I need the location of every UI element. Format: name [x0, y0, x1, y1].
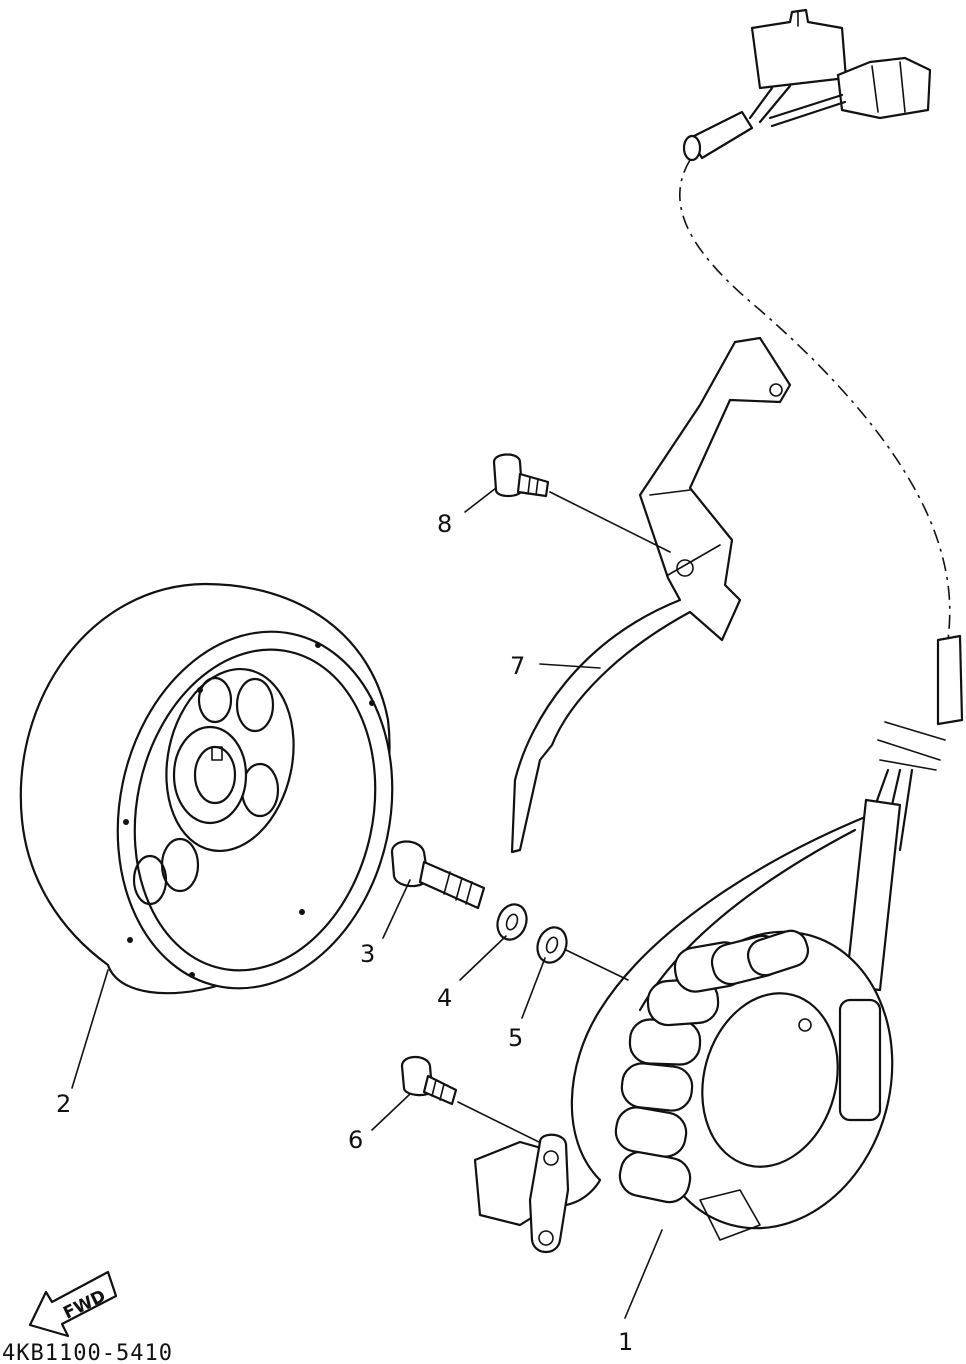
leader-6-to-pickup: [457, 1101, 546, 1146]
screw-6: [400, 1055, 458, 1106]
callout-labels: 1 2 3 4 5 6 7 8: [56, 510, 633, 1356]
callout-3: 3: [360, 940, 375, 968]
rotor-flywheel: [19, 582, 394, 995]
callout-8: 8: [437, 510, 452, 538]
callout-5: 5: [508, 1024, 523, 1052]
wire-harness-connectors: [682, 8, 932, 162]
forward-direction-arrow: FWD: [28, 1270, 118, 1338]
stator-assembly: [570, 798, 902, 1241]
leader-8-to-plate: [549, 491, 671, 553]
drawing-code: 4KB1100-5410: [2, 1341, 173, 1364]
callout-2: 2: [56, 1090, 71, 1118]
callout-1: 1: [618, 1328, 633, 1356]
screw-8: [492, 453, 550, 498]
pickup-coil: [473, 1133, 602, 1254]
washer-5: [536, 926, 568, 964]
callout-4: 4: [437, 984, 452, 1012]
callout-6: 6: [348, 1126, 363, 1154]
callout-7: 7: [510, 652, 525, 680]
leader-5-to-stator: [565, 949, 629, 981]
bolt-3: [390, 840, 486, 910]
callout-leaders: [71, 487, 663, 1319]
washer-4: [496, 903, 528, 941]
wire-guide-plate: [510, 336, 792, 854]
wire-lead-sleeve: [936, 634, 964, 726]
